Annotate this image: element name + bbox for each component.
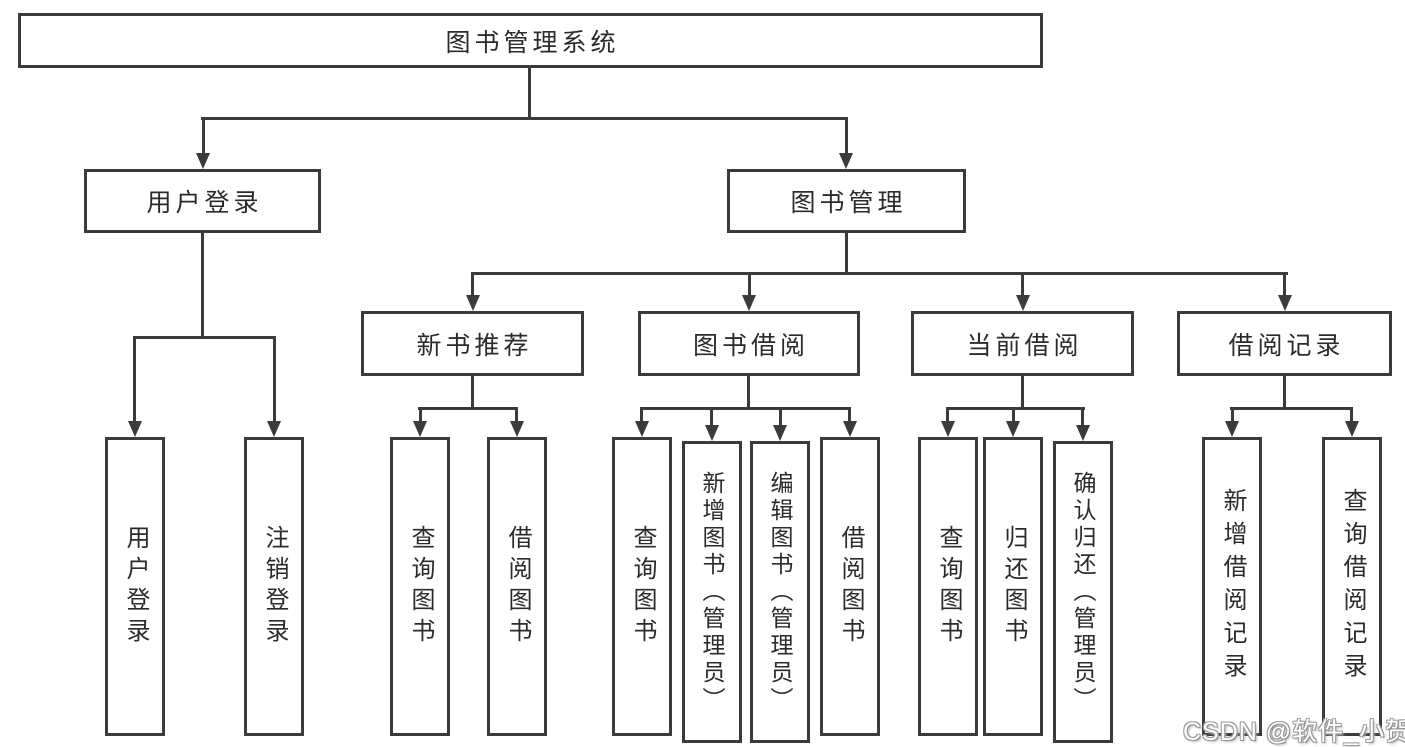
arrowhead-to-leaf-query-borrow-record [1345, 421, 1359, 437]
leaf-query-books-2: 查询图书 [612, 437, 672, 736]
connector-to-new-book-recommend [471, 272, 474, 298]
node-user-login: 用户登录 [84, 169, 321, 233]
arrowhead-to-leaf-query-books-1 [413, 421, 427, 437]
leaf-query-books-1: 查询图书 [390, 437, 450, 736]
arrowhead-to-leaf-user-login [128, 421, 142, 437]
connector-to-leaf-query-books-2 [640, 407, 643, 423]
arrowhead-to-leaf-borrow-books-2 [843, 421, 857, 437]
connector-book-borrow-stub [747, 376, 750, 410]
leaf-edit-book-admin-label: 编辑图书（管理员） [767, 470, 793, 714]
node-current-borrow-label: 当前借阅 [966, 331, 1083, 360]
leaf-user-login: 用户登录 [105, 437, 165, 736]
arrowhead-to-current-borrow [1016, 295, 1030, 311]
leaf-query-books-3-label: 查询图书 [935, 524, 962, 649]
node-borrow-record: 借阅记录 [1177, 311, 1392, 376]
connector-book-management-stub [845, 233, 848, 275]
arrowhead-to-leaf-edit-book [773, 425, 787, 441]
root-node-library-management-system: 图书管理系统 [18, 13, 1043, 68]
leaf-logout-label: 注销登录 [261, 524, 288, 649]
node-new-book-recommend: 新书推荐 [361, 311, 584, 376]
connector-new-book-recommend-stub [471, 376, 474, 410]
connector-book-management-split [471, 272, 1288, 275]
leaf-add-book-admin-label: 新增图书（管理员） [699, 470, 725, 714]
leaf-borrow-books-1-label: 借阅图书 [504, 524, 531, 649]
leaf-query-borrow-record-label: 查询借阅记录 [1339, 487, 1366, 686]
connector-to-leaf-add-borrow-record [1231, 407, 1234, 423]
connector-user-login-stub [201, 233, 204, 336]
leaf-user-login-label: 用户登录 [122, 524, 149, 649]
arrowhead-to-user-login [196, 153, 210, 169]
connector-to-leaf-add-book [710, 407, 713, 429]
root-node-label: 图书管理系统 [445, 28, 620, 57]
arrowhead-to-leaf-confirm-return [1076, 425, 1090, 441]
leaf-add-borrow-record: 新增借阅记录 [1202, 437, 1262, 736]
connector-root-split [201, 117, 848, 120]
connector-to-leaf-borrow-books-2 [848, 407, 851, 423]
leaf-confirm-return-admin: 确认归还（管理员） [1053, 441, 1113, 743]
leaf-return-book-label: 归还图书 [1000, 524, 1027, 649]
leaf-query-books-3: 查询图书 [918, 437, 978, 736]
node-user-login-label: 用户登录 [146, 189, 263, 217]
leaf-confirm-return-admin-label: 确认归还（管理员） [1070, 470, 1096, 714]
node-book-borrow-label: 图书借阅 [692, 331, 809, 360]
connector-to-borrow-record [1283, 272, 1286, 298]
connector-to-current-borrow [1021, 272, 1024, 298]
node-new-book-recommend-label: 新书推荐 [416, 331, 533, 360]
leaf-borrow-books-1: 借阅图书 [487, 437, 547, 736]
arrowhead-to-leaf-logout [267, 421, 281, 437]
csdn-watermark: CSDN @软件_小贺同学 [1183, 718, 1405, 746]
connector-current-borrow-stub [1021, 376, 1024, 410]
connector-root-stub [528, 68, 531, 117]
node-book-management-label: 图书管理 [790, 189, 907, 217]
leaf-borrow-books-2-label: 借阅图书 [837, 524, 864, 649]
connector-to-book-borrow [748, 272, 751, 298]
arrowhead-to-leaf-add-book [705, 425, 719, 441]
connector-current-borrow-split [946, 407, 1085, 410]
arrowhead-to-borrow-record [1278, 295, 1292, 311]
arrowhead-to-book-borrow [742, 295, 756, 311]
node-borrow-record-label: 借阅记录 [1228, 331, 1345, 360]
connector-to-leaf-borrow-books-1 [515, 407, 518, 423]
leaf-add-book-admin: 新增图书（管理员） [682, 441, 742, 743]
arrowhead-to-leaf-query-books-2 [635, 421, 649, 437]
leaf-add-borrow-record-label: 新增借阅记录 [1219, 487, 1246, 686]
connector-borrow-record-split [1230, 407, 1353, 410]
leaf-query-books-1-label: 查询图书 [407, 524, 434, 649]
connector-to-leaf-edit-book [779, 407, 782, 429]
connector-to-leaf-confirm-return [1081, 407, 1084, 429]
leaf-borrow-books-2: 借阅图书 [820, 437, 880, 736]
node-book-management: 图书管理 [727, 169, 966, 233]
connector-to-leaf-user-login [133, 336, 136, 423]
leaf-query-borrow-record: 查询借阅记录 [1322, 437, 1382, 736]
node-book-borrow: 图书借阅 [638, 311, 860, 376]
connector-borrow-record-stub [1283, 376, 1286, 410]
connector-user-login-split [133, 336, 276, 339]
arrowhead-to-book-management [839, 153, 853, 169]
leaf-logout: 注销登录 [244, 437, 304, 736]
arrowhead-to-leaf-query-books-3 [941, 421, 955, 437]
arrowhead-to-leaf-borrow-books-1 [510, 421, 524, 437]
connector-book-borrow-split [640, 407, 851, 410]
leaf-query-books-2-label: 查询图书 [629, 524, 656, 649]
connector-to-leaf-query-books-1 [419, 407, 422, 423]
arrowhead-to-leaf-return-book [1006, 421, 1020, 437]
leaf-return-book: 归还图书 [983, 437, 1043, 736]
arrowhead-to-new-book-recommend [466, 295, 480, 311]
connector-to-book-management [845, 117, 848, 155]
connector-to-leaf-query-books-3 [946, 407, 949, 423]
connector-to-leaf-query-borrow-record [1350, 407, 1353, 423]
connector-to-leaf-return-book [1012, 407, 1015, 423]
connector-to-user-login [202, 117, 205, 155]
connector-to-leaf-logout [273, 336, 276, 423]
connector-new-book-recommend-split [418, 407, 518, 410]
arrowhead-to-leaf-add-borrow-record [1225, 421, 1239, 437]
leaf-edit-book-admin: 编辑图书（管理员） [750, 441, 810, 743]
node-current-borrow: 当前借阅 [911, 311, 1134, 376]
